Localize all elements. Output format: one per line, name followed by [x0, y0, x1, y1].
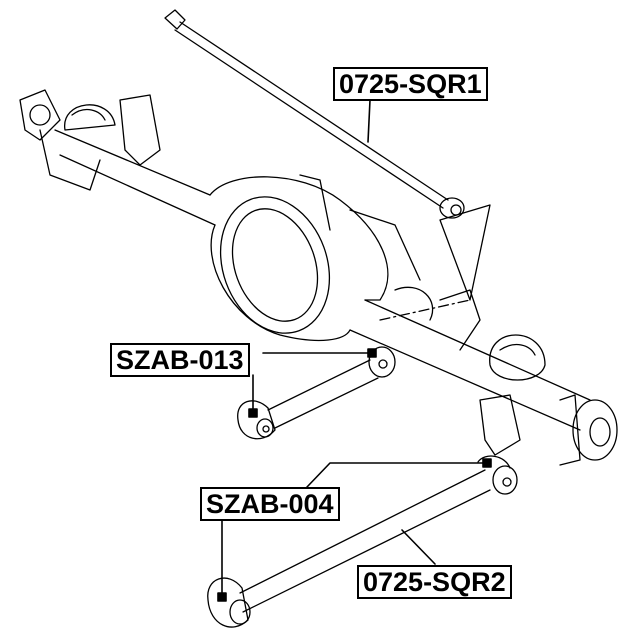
- part-label-0725-sqr2: 0725-SQR2: [357, 565, 512, 599]
- lower-trailing-rod: [207, 455, 518, 628]
- upper-trailing-arm: [237, 346, 396, 440]
- part-label-szab-013: SZAB-013: [110, 343, 250, 377]
- axle-housing: [19, 89, 618, 466]
- leader-lines: [217, 99, 492, 602]
- part-label-szab-004: SZAB-004: [200, 487, 340, 521]
- part-label-0725-sqr1: 0725-SQR1: [333, 67, 488, 101]
